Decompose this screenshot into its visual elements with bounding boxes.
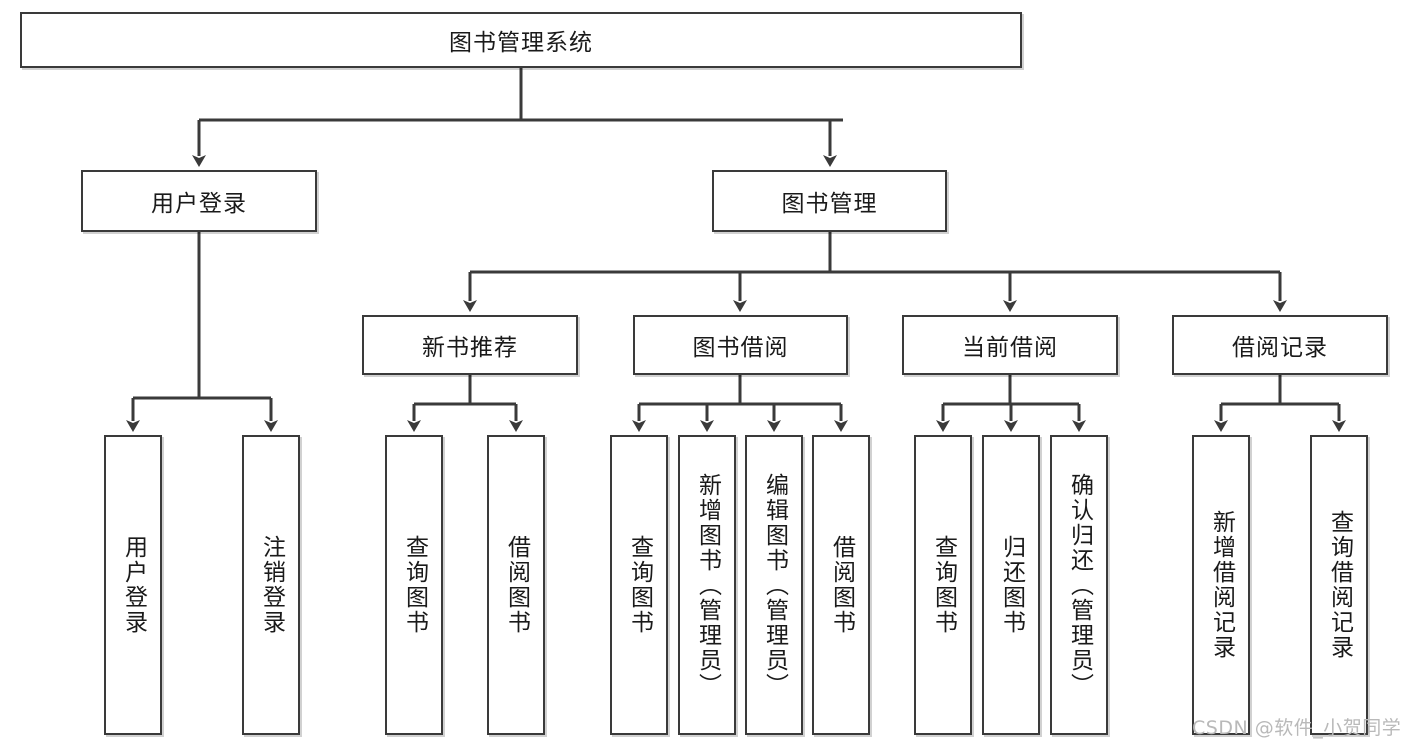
node-current-borrow[interactable]: 当前借阅 bbox=[902, 315, 1118, 375]
leaf-return-book-label: 归还图书 bbox=[998, 535, 1025, 635]
leaf-borrow-book-label: 借阅图书 bbox=[828, 535, 855, 635]
node-root[interactable]: 图书管理系统 bbox=[20, 12, 1022, 68]
leaf-user-login-label: 用户登录 bbox=[120, 535, 147, 635]
leaf-confirm-return-admin[interactable]: 确认归还（管理员） bbox=[1050, 435, 1108, 735]
leaf-return-book[interactable]: 归还图书 bbox=[982, 435, 1040, 735]
leaf-add-borrow-record[interactable]: 新增借阅记录 bbox=[1192, 435, 1250, 735]
leaf-edit-book-admin-label: 编辑图书（管理员） bbox=[761, 472, 788, 698]
node-book-borrow-label: 图书借阅 bbox=[692, 335, 789, 361]
node-current-borrow-label: 当前借阅 bbox=[962, 335, 1058, 361]
leaf-query-book-current[interactable]: 查询图书 bbox=[914, 435, 972, 735]
leaf-add-borrow-record-label: 新增借阅记录 bbox=[1208, 510, 1235, 660]
node-book-management-label: 图书管理 bbox=[781, 191, 878, 217]
leaf-add-book-admin[interactable]: 新增图书（管理员） bbox=[678, 435, 736, 735]
leaf-edit-book-admin[interactable]: 编辑图书（管理员） bbox=[745, 435, 803, 735]
node-book-management[interactable]: 图书管理 bbox=[712, 170, 947, 232]
node-book-borrow[interactable]: 图书借阅 bbox=[633, 315, 848, 375]
node-user-login-label: 用户登录 bbox=[151, 191, 247, 217]
leaf-confirm-return-admin-label: 确认归还（管理员） bbox=[1066, 472, 1093, 698]
node-root-label: 图书管理系统 bbox=[449, 30, 593, 56]
leaf-borrow-book[interactable]: 借阅图书 bbox=[812, 435, 870, 735]
node-new-book-recommend[interactable]: 新书推荐 bbox=[362, 315, 578, 375]
node-borrow-records[interactable]: 借阅记录 bbox=[1172, 315, 1388, 375]
leaf-query-borrow-record[interactable]: 查询借阅记录 bbox=[1310, 435, 1368, 735]
leaf-logout-label: 注销登录 bbox=[258, 535, 285, 635]
node-new-book-recommend-label: 新书推荐 bbox=[422, 335, 518, 361]
leaf-query-borrow-record-label: 查询借阅记录 bbox=[1326, 510, 1353, 660]
leaf-query-book-current-label: 查询图书 bbox=[930, 535, 957, 635]
node-borrow-records-label: 借阅记录 bbox=[1232, 335, 1328, 361]
leaf-add-book-admin-label: 新增图书（管理员） bbox=[694, 472, 721, 698]
leaf-query-book-recommend[interactable]: 查询图书 bbox=[385, 435, 443, 735]
leaf-borrow-book-recommend[interactable]: 借阅图书 bbox=[487, 435, 545, 735]
leaf-query-book-borrow[interactable]: 查询图书 bbox=[610, 435, 668, 735]
leaf-logout[interactable]: 注销登录 bbox=[242, 435, 300, 735]
leaf-borrow-book-recommend-label: 借阅图书 bbox=[503, 535, 530, 635]
watermark: CSDN @软件_小贺同学 bbox=[1192, 717, 1402, 739]
leaf-query-book-borrow-label: 查询图书 bbox=[626, 535, 653, 635]
leaf-user-login[interactable]: 用户登录 bbox=[104, 435, 162, 735]
node-user-login[interactable]: 用户登录 bbox=[81, 170, 317, 232]
leaf-query-book-recommend-label: 查询图书 bbox=[401, 535, 428, 635]
